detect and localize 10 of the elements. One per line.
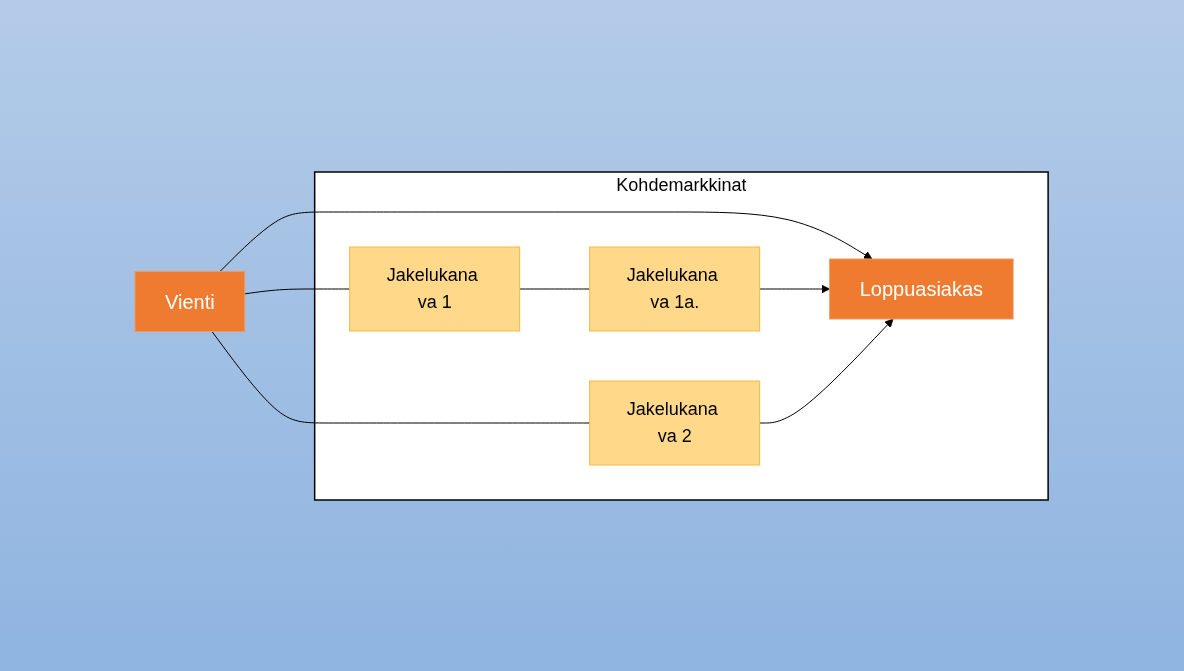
node-box: Loppuasiakas — [829, 258, 1015, 319]
arrow — [759, 318, 894, 423]
node-box: Vienti — [134, 270, 246, 332]
node-box: Jakelukana va 2 — [589, 380, 761, 465]
connector — [211, 330, 591, 423]
arrow — [759, 284, 831, 293]
node-box: Jakelukana va 1 — [349, 246, 521, 331]
connector — [244, 288, 351, 294]
arrow — [219, 211, 873, 272]
node-box: Jakelukana va 1a. — [589, 246, 761, 331]
